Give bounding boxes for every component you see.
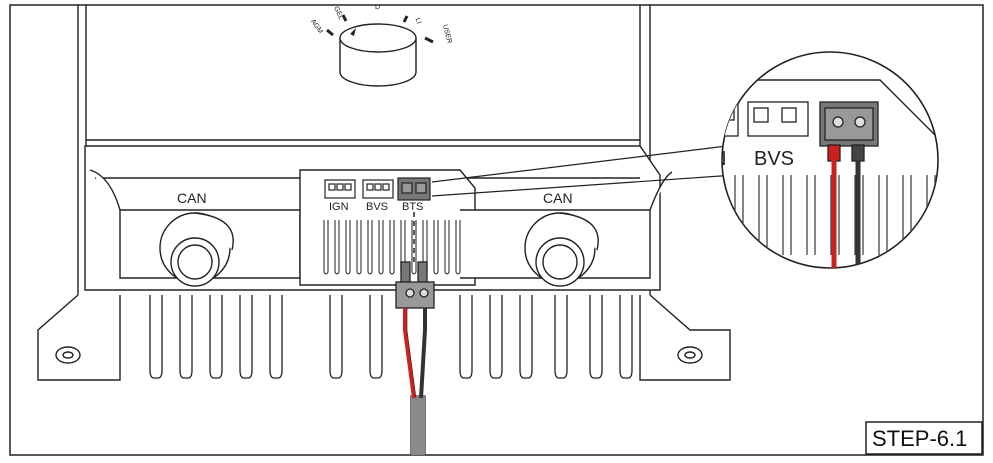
heat-sink-fin [149, 295, 163, 379]
figure-frame [9, 4, 984, 456]
heat-sink-fin [369, 295, 383, 379]
step-label: STEP-6.1 [872, 426, 967, 451]
port-label-bts: BTS [402, 201, 423, 213]
zoom-port-partial [722, 101, 739, 137]
zoom-plug [819, 101, 879, 162]
knob-mark-li: LI [414, 17, 423, 25]
mounting-flange-right [639, 294, 731, 381]
zoom-label-partial: N [712, 148, 726, 170]
heat-sink-fin [239, 295, 253, 379]
vent-slot [389, 220, 395, 275]
heat-sink-fin [209, 295, 223, 379]
callout-line-lower [431, 174, 736, 197]
zoom-detail: N BVS [712, 51, 939, 269]
vent-slot [455, 220, 461, 275]
heat-sink-fin [554, 295, 568, 379]
heat-sink-fin [619, 295, 633, 379]
heat-sink-fin [329, 295, 343, 379]
port-label-ign: IGN [329, 201, 349, 213]
heat-sink-fin [459, 295, 473, 379]
knob-mark-agm: AGM [309, 18, 324, 35]
bts-plug [395, 261, 435, 309]
zoom-vent-slot [830, 175, 840, 255]
heat-sink-fin [519, 295, 533, 379]
knob-mark-d: D [375, 4, 380, 11]
heat-sink-fin [489, 295, 503, 379]
zoom-vent-slot [782, 175, 792, 255]
port-ign [324, 179, 356, 199]
vent-slot [323, 220, 329, 275]
port-bts [397, 177, 431, 201]
knob-mark-gel: GEL [332, 5, 344, 21]
vent-slot [444, 220, 450, 275]
mode-selector-knob: AGM GEL D LI USER [309, 4, 453, 87]
black-wire [419, 308, 427, 399]
vent-slot [334, 220, 340, 275]
vent-slot [433, 220, 439, 275]
callout-line-upper [431, 144, 736, 183]
heat-sink-fin [179, 295, 193, 379]
heat-sink-fins [149, 295, 633, 379]
zoom-port-bvs [747, 101, 809, 137]
zoom-vent-slot [806, 175, 816, 255]
vent-slot [411, 220, 417, 275]
heat-sink-fin [269, 295, 283, 379]
knob-mark-user: USER [441, 24, 453, 45]
can-connector-right [524, 212, 599, 287]
cable-body [411, 395, 425, 455]
can-label-right: CAN [543, 190, 573, 206]
can-connector-left [159, 212, 234, 287]
vent-slot [356, 220, 362, 275]
mounting-flange-left [37, 294, 121, 381]
zoom-label-bvs: BVS [754, 148, 794, 170]
zoom-vent-slot [878, 175, 888, 255]
port-label-bvs: BVS [366, 201, 388, 213]
zoom-vent-slot [854, 175, 864, 255]
vent-slot [345, 220, 351, 275]
can-label-left: CAN [177, 190, 207, 206]
red-wire [403, 308, 416, 399]
step-label-box: STEP-6.1 [865, 421, 983, 455]
heat-sink-fin [589, 295, 603, 379]
vent-slot [367, 220, 373, 275]
port-bvs [362, 179, 394, 199]
vent-slot [378, 220, 384, 275]
